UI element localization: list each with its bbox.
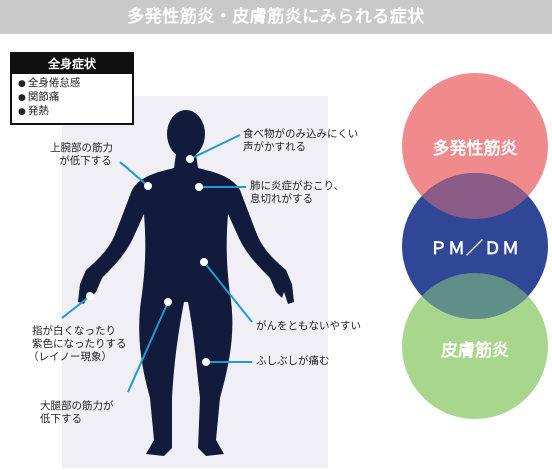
callout-line: 上腕部の筋力	[50, 142, 113, 154]
leader-upper-arm	[119, 161, 149, 187]
symptom-item: 関節痛	[18, 91, 132, 105]
callout-raynaud: 指が白くなったり 紫色になったりする （レイノー現象）	[28, 325, 127, 364]
callout-line: 紫色になったりする	[32, 338, 127, 350]
callout-line: がんをともないやすい	[256, 320, 361, 332]
callout-swallow: 食べ物がのみ込みにくい 声がかすれる	[243, 128, 358, 154]
callout-line: 肺に炎症がおこり、	[250, 180, 345, 192]
callout-cancer: がんをともないやすい	[256, 320, 361, 333]
callout-line: 指が白くなったり	[32, 325, 116, 337]
general-symptoms-box: 全身症状 全身倦怠感 関節痛 発熱	[10, 52, 134, 125]
leader-lines	[61, 134, 253, 393]
label-pm-dm: ＰＭ／ＤＭ	[430, 239, 520, 259]
label-dermatomyositis: 皮膚筋炎	[441, 341, 509, 361]
page-title: 多発性筋炎・皮膚筋炎にみられる症状	[0, 0, 552, 34]
torso-shape	[78, 154, 294, 456]
callout-line: 声がかすれる	[243, 141, 306, 153]
circle-dm	[402, 273, 548, 419]
marker-thigh	[164, 298, 172, 306]
callout-thigh: 大腿部の筋力が 低下する	[40, 400, 114, 426]
leader-swallow	[189, 134, 241, 160]
human-figure	[78, 110, 294, 456]
venn-diagram	[402, 73, 548, 419]
marker-upper-arm	[144, 182, 152, 190]
callout-line: 息切れがする	[250, 193, 313, 205]
callout-line: （レイノー現象）	[28, 351, 112, 363]
point-markers	[86, 155, 210, 366]
marker-knee	[202, 358, 210, 366]
circle-pm	[402, 73, 548, 219]
general-symptoms-title: 全身症状	[12, 54, 132, 74]
label-polymyositis: 多発性筋炎	[432, 139, 518, 159]
leader-raynaud	[61, 295, 91, 319]
circle-pmdm	[402, 173, 548, 319]
marker-throat	[186, 155, 194, 163]
symptom-item: 発熱	[18, 105, 132, 119]
callout-line: 大腿部の筋力が	[40, 400, 114, 412]
symptom-item: 全身倦怠感	[18, 77, 132, 91]
callout-line: 低下する	[40, 413, 82, 425]
marker-finger	[86, 292, 94, 300]
general-symptoms-list: 全身倦怠感 関節痛 発熱	[12, 77, 132, 119]
head-shape	[167, 110, 205, 158]
callout-line: ふしぶしが痛む	[256, 355, 330, 367]
leader-thigh	[127, 301, 169, 393]
callout-upper-arm: 上腕部の筋力 が低下する	[50, 142, 113, 168]
callout-joints: ふしぶしが痛む	[256, 355, 330, 368]
leader-cancer	[203, 261, 253, 323]
callout-line: が低下する	[59, 155, 112, 167]
marker-abdomen	[200, 258, 208, 266]
callout-lung: 肺に炎症がおこり、 息切れがする	[250, 180, 344, 206]
callout-line: 食べ物がのみ込みにくい	[243, 128, 359, 140]
marker-lung	[195, 183, 203, 191]
